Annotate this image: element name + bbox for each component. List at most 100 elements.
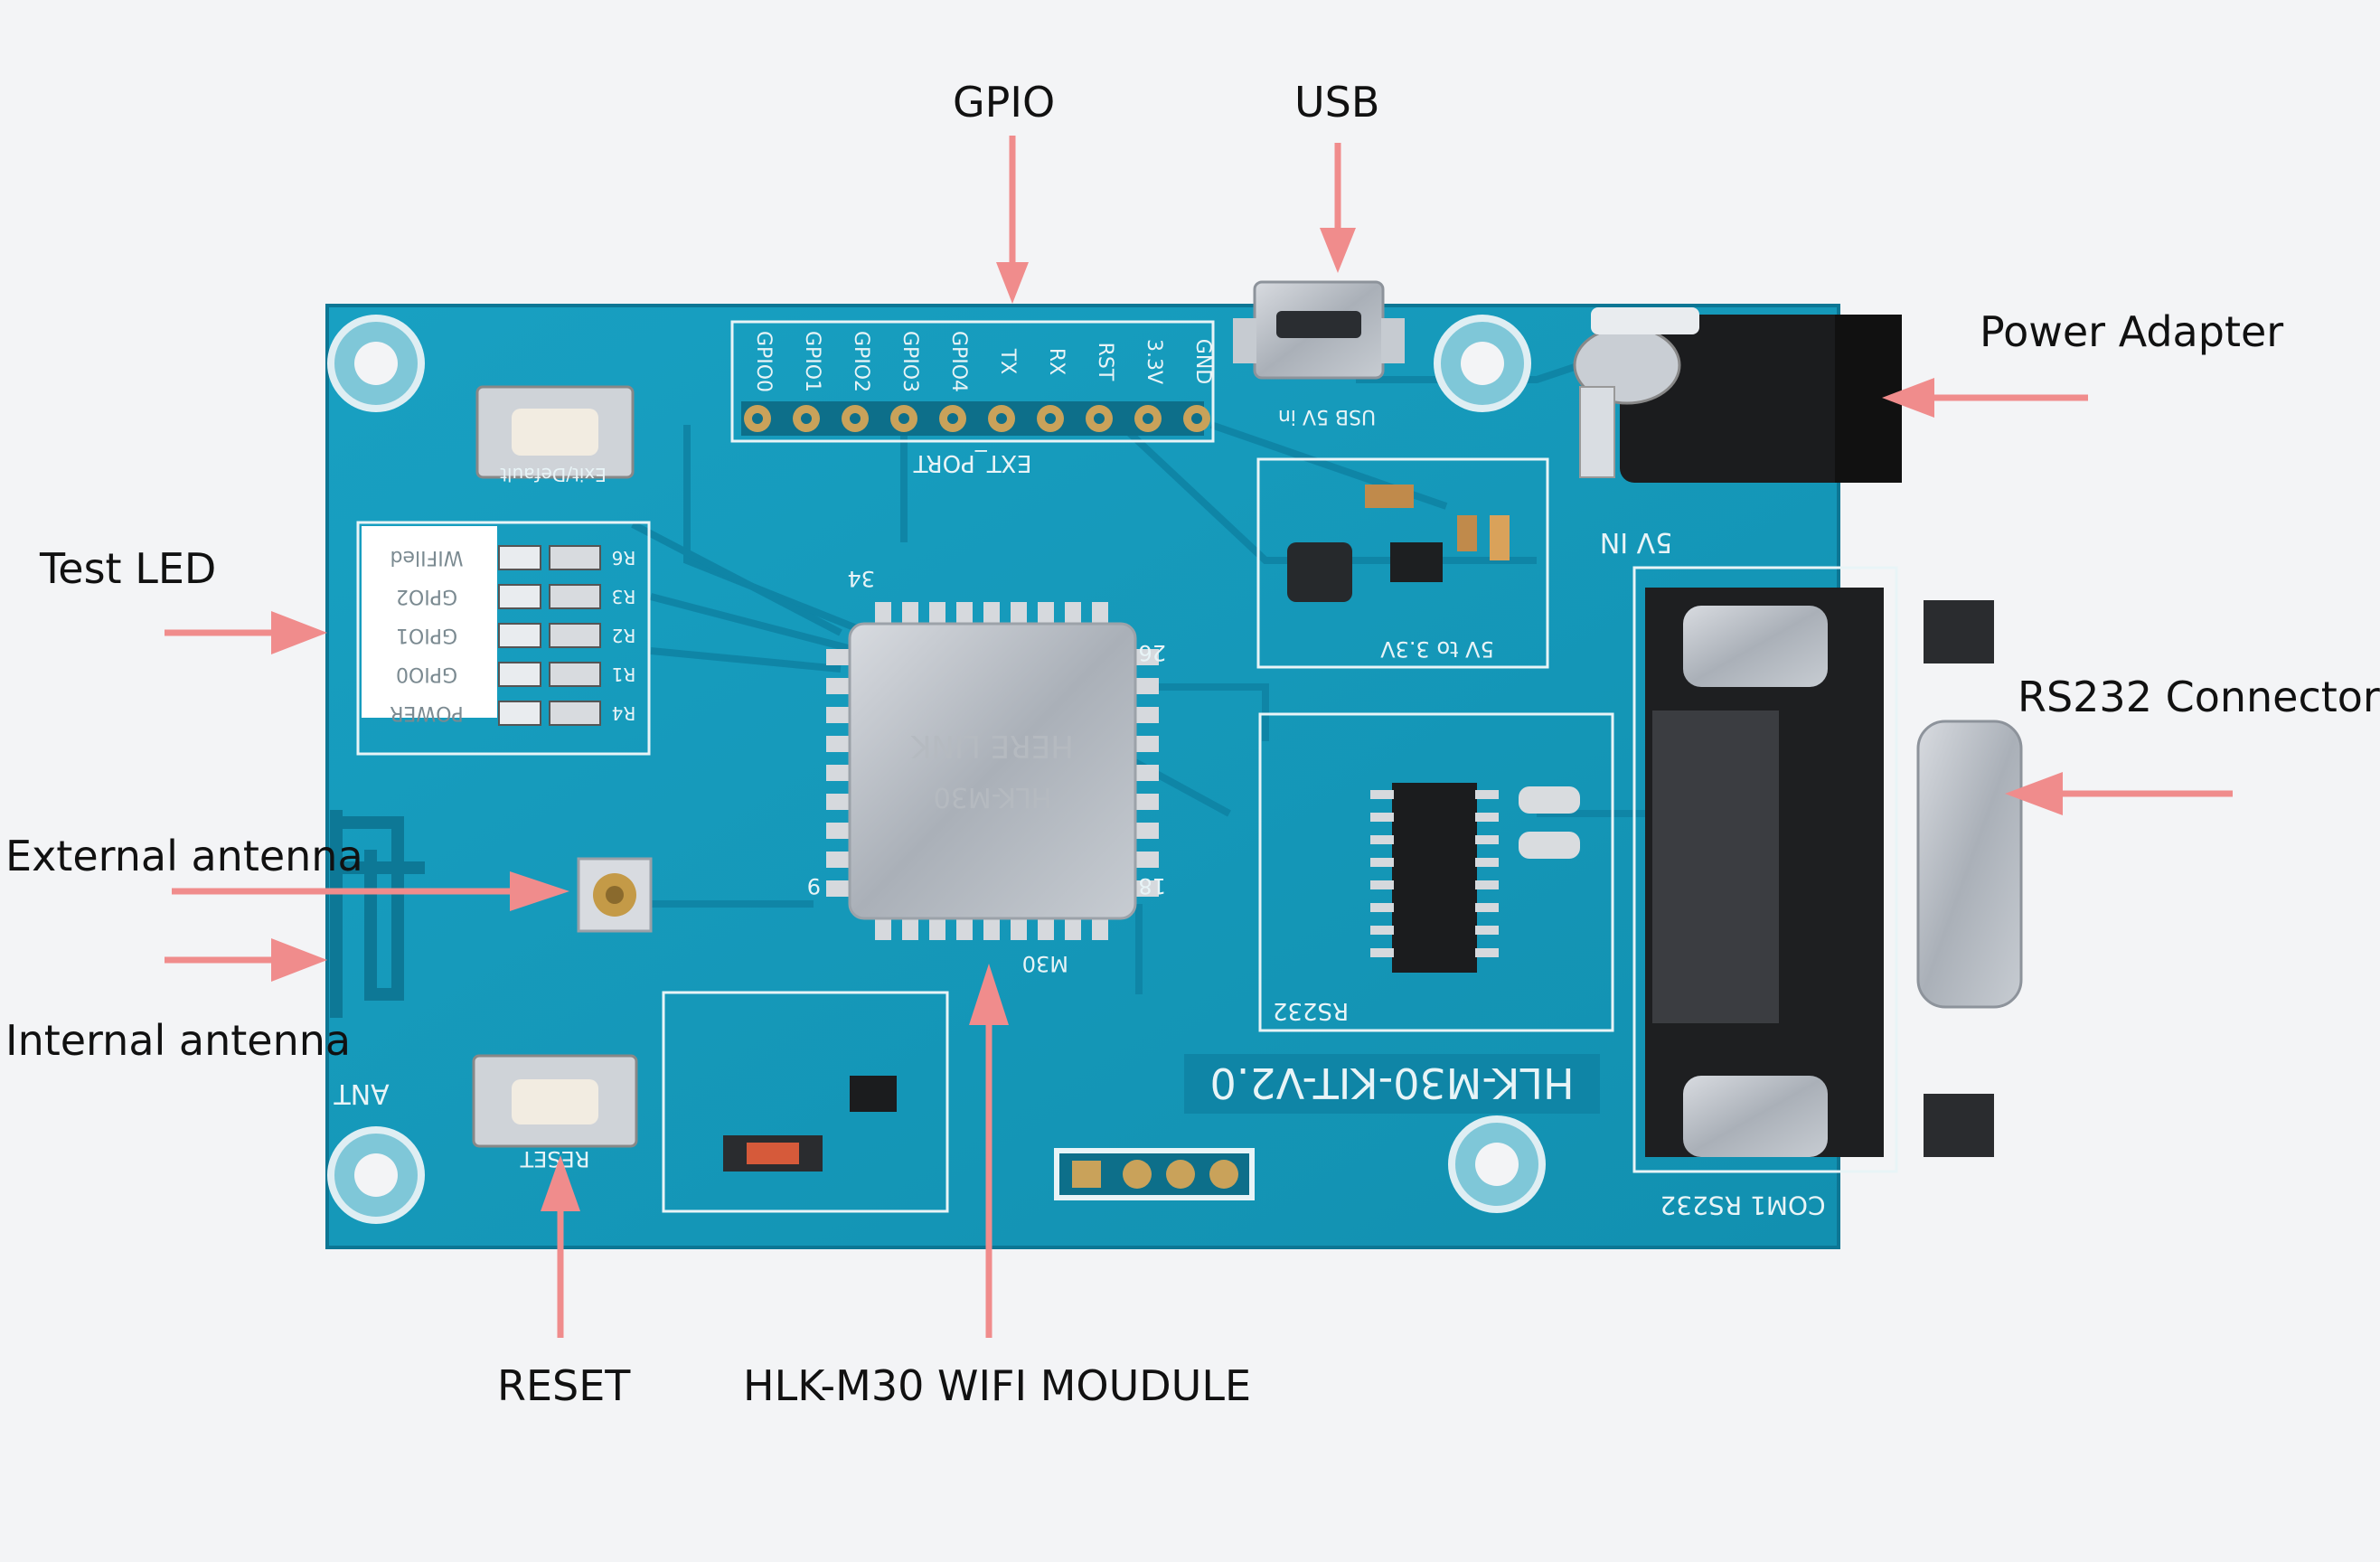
gpio-pin-drill bbox=[1045, 413, 1056, 424]
module-pad bbox=[826, 880, 853, 897]
led-label: GPIO1 bbox=[396, 624, 457, 646]
module-pad bbox=[826, 649, 853, 665]
usb-label: USB bbox=[1294, 78, 1380, 127]
led-label: GPIO2 bbox=[396, 585, 457, 607]
module-pad bbox=[1132, 852, 1159, 868]
led bbox=[498, 701, 541, 726]
ic-pin bbox=[1370, 880, 1394, 889]
pin-18-silk: 18 bbox=[1138, 873, 1166, 899]
module-pad bbox=[826, 678, 853, 694]
ic-pin bbox=[1475, 790, 1499, 799]
callout-arrows bbox=[165, 136, 2233, 1338]
gpio-pin-drill bbox=[850, 413, 861, 424]
reset-circuit-block bbox=[662, 991, 949, 1213]
module-text-2: HLK-M30 bbox=[934, 781, 1052, 813]
usb-arrow bbox=[1320, 143, 1356, 273]
ic-pin bbox=[1475, 813, 1499, 822]
module-pad bbox=[826, 794, 853, 810]
module-pad bbox=[1132, 736, 1159, 752]
ext-port-silk: EXT_PORT bbox=[913, 449, 1031, 476]
led-label: POWER bbox=[390, 701, 464, 724]
gpio-pin-drill bbox=[996, 413, 1007, 424]
rs232-ic-block bbox=[1258, 712, 1614, 1032]
mounting-holes bbox=[327, 315, 1546, 1224]
resistor-label: R4 bbox=[612, 702, 636, 724]
com-silk: COM1 RS232 bbox=[1660, 1190, 1825, 1220]
default-button bbox=[475, 385, 635, 479]
gpio-pin-label: RST bbox=[1094, 343, 1116, 381]
ic-pin bbox=[1475, 903, 1499, 912]
led bbox=[498, 662, 541, 687]
gpio-pin-label: GPIO0 bbox=[752, 331, 775, 392]
module-pad bbox=[826, 765, 853, 781]
pin-9-silk: 9 bbox=[807, 873, 821, 899]
resistor-label: R3 bbox=[612, 586, 636, 607]
external-antenna-arrow bbox=[172, 871, 569, 911]
led-resistor bbox=[549, 662, 601, 687]
m30-silk: M30 bbox=[1022, 951, 1068, 976]
four-pin-header bbox=[1054, 1148, 1255, 1200]
power-adapter-arrow bbox=[1882, 378, 2088, 418]
module-pad bbox=[826, 852, 853, 868]
module-pad bbox=[1132, 823, 1159, 839]
gpio-pin-label: GPIO1 bbox=[801, 331, 823, 392]
power-silk: 5V IN bbox=[1600, 526, 1672, 558]
test-led-arrow bbox=[165, 611, 327, 654]
model-silk: HLK-M30-KIT-V2.0 bbox=[1209, 1059, 1574, 1107]
module-pad bbox=[1132, 880, 1159, 897]
gpio-label: GPIO bbox=[953, 78, 1056, 127]
micro-usb-connector bbox=[1233, 280, 1405, 380]
db9-connector bbox=[1632, 566, 2023, 1173]
rs232-silk: RS232 bbox=[1273, 997, 1349, 1024]
module-text-1: HERE LINK bbox=[909, 728, 1073, 764]
gpio-pin-label: GPIO4 bbox=[947, 331, 970, 392]
rs232-arrow bbox=[2005, 772, 2233, 815]
led-label: WIFIled bbox=[390, 546, 464, 569]
led-resistor bbox=[549, 584, 601, 609]
pcb-antenna bbox=[330, 810, 425, 1018]
led bbox=[498, 623, 541, 648]
ant-silk: ANT bbox=[334, 1077, 390, 1109]
ic-pin bbox=[1370, 903, 1394, 912]
ipex-connector bbox=[577, 857, 653, 933]
gpio-pin-drill bbox=[1191, 413, 1202, 424]
ic-pin bbox=[1475, 948, 1499, 957]
led bbox=[498, 584, 541, 609]
gpio-pin-label: TX bbox=[996, 348, 1019, 375]
regulator-silk: 5V to 3.3V bbox=[1380, 636, 1494, 662]
led-resistor bbox=[549, 623, 601, 648]
default-silk: Exit/Default bbox=[500, 464, 607, 485]
external-antenna-label: External antenna bbox=[5, 832, 363, 880]
gpio-pin-drill bbox=[947, 413, 958, 424]
wifi-module-label: HLK-M30 WIFI MOUDULE bbox=[743, 1361, 1252, 1410]
power-jack bbox=[1573, 307, 1902, 483]
power-adapter-label: Power Adapter bbox=[1980, 307, 2284, 356]
gpio-pin-drill bbox=[1143, 413, 1153, 424]
internal-antenna-arrow bbox=[165, 938, 327, 982]
reset-label: RESET bbox=[497, 1361, 631, 1410]
gpio-pin-label: GND bbox=[1191, 339, 1214, 384]
internal-antenna-label: Internal antenna bbox=[5, 1016, 352, 1065]
reset-button bbox=[472, 1054, 638, 1148]
gpio-pin-drill bbox=[752, 413, 763, 424]
reset-arrow bbox=[541, 1155, 580, 1338]
module-pad bbox=[826, 707, 853, 723]
led-resistor bbox=[549, 545, 601, 570]
regulator-block bbox=[1256, 457, 1549, 669]
led bbox=[498, 545, 541, 570]
ic-pin bbox=[1370, 813, 1394, 822]
ic-pin bbox=[1370, 926, 1394, 935]
module-pad bbox=[826, 736, 853, 752]
pin-26-silk: 26 bbox=[1138, 640, 1166, 665]
module-pad bbox=[1132, 765, 1159, 781]
usb-silk: USB 5V in bbox=[1278, 405, 1376, 428]
rs232-connector-label: RS232 Connector bbox=[2018, 673, 2380, 721]
resistor-label: R2 bbox=[612, 625, 636, 646]
pin-34-silk: 34 bbox=[847, 566, 875, 591]
led-label: GPIO0 bbox=[396, 663, 457, 685]
gpio-arrow bbox=[996, 136, 1029, 304]
